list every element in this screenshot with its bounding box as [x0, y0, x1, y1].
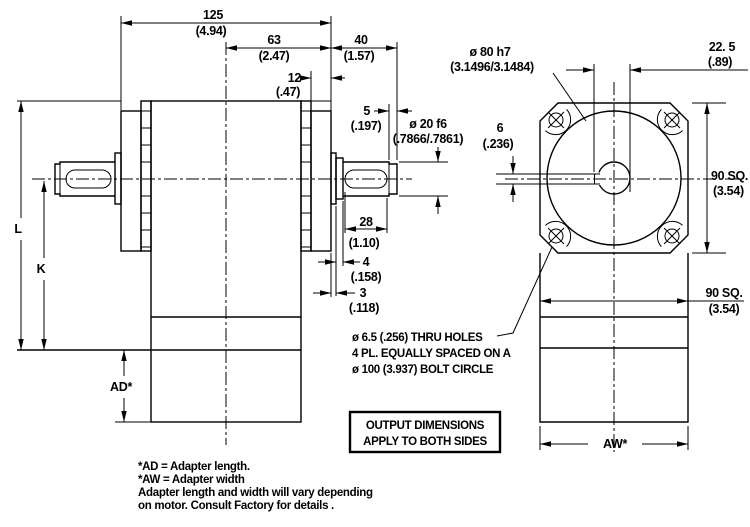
side-view-outline — [17, 42, 412, 445]
face-view-outline — [505, 82, 738, 452]
dim-shaft-dia-mm: ø 20 f6 — [409, 117, 447, 131]
dim-225-in: (.89) — [708, 55, 732, 69]
dim-28-in: (1.10) — [349, 236, 380, 250]
dim-28-mm: 28 — [359, 215, 373, 229]
bolt-note-leader — [496, 246, 553, 337]
left-flange-plate — [120, 110, 142, 252]
dim-K-label: K — [37, 262, 46, 276]
right-flange-plate — [310, 110, 332, 252]
dim-12-in: (.47) — [276, 85, 300, 99]
dim-125-in: (4.94) — [196, 24, 227, 38]
dim-3-in: (.118) — [349, 301, 379, 315]
dim-40-in: (1.57) — [344, 49, 375, 63]
bolt-note-line3: ø 100 (3.937) BOLT CIRCLE — [352, 364, 494, 376]
dim-pilot-mm: ø 80 h7 — [470, 45, 511, 59]
bolt-note-line2: 4 PL. EQUALLY SPACED ON A — [352, 348, 511, 360]
dim-AD-label: AD* — [110, 380, 132, 394]
note-box-line1: OUTPUT DIMENSIONS — [366, 420, 485, 432]
footnote-consult: on motor. Consult Factory for details . — [138, 500, 334, 512]
corner-bolt-holes — [545, 109, 683, 247]
pilot-leader — [552, 72, 587, 122]
dim-shaft-dia-in: (.7866/.7861) — [393, 132, 464, 146]
dim-5-mm: 5 — [363, 104, 370, 118]
dim-L-label: L — [14, 222, 22, 236]
dim-90sq2-in: (3.54) — [709, 302, 740, 316]
side-view-dimensions: 125 (4.94) 63 (2.47) 40 (1.57) 12 (.47) … — [14, 8, 464, 422]
dim-225-mm: 22. 5 — [709, 40, 736, 54]
dim-6-in: (.236) — [483, 137, 514, 151]
dim-40-mm: 40 — [354, 33, 368, 47]
dim-4-in: (.158) — [351, 270, 382, 284]
face-view-dimensions: ø 80 h7 (3.1496/3.1484) 22. 5 (.89) 6 (.… — [450, 40, 748, 451]
note-box-line2: APPLY TO BOTH SIDES — [363, 436, 487, 448]
dim-63-mm: 63 — [267, 33, 281, 47]
dim-12-mm: 12 — [288, 71, 302, 85]
bolt-circle-note: ø 6.5 (.256) THRU HOLES 4 PL. EQUALLY SP… — [352, 246, 553, 376]
dim-125-mm: 125 — [203, 8, 223, 22]
note-box-border — [348, 410, 502, 454]
left-rib-column — [140, 100, 152, 252]
dim-63-in: (2.47) — [259, 49, 290, 63]
dim-5-in: (.197) — [351, 119, 382, 133]
dim-pilot-in: (3.1496/3.1484) — [450, 60, 534, 74]
dim-AW-label: AW* — [603, 437, 628, 451]
dim-90sq-mm: 90 SQ. — [711, 169, 748, 183]
dim-90sq2-mm: 90 SQ. — [705, 286, 742, 300]
footnote-ad: *AD = Adapter length. — [138, 461, 250, 473]
right-rib-column — [300, 100, 312, 252]
footnote-aw: *AW = Adapter width — [138, 474, 245, 486]
flange-square — [539, 102, 689, 254]
footnote-vary: Adapter length and width will vary depen… — [138, 487, 373, 499]
dim-4-mm: 4 — [363, 255, 370, 269]
footnotes: *AD = Adapter length. *AW = Adapter widt… — [138, 461, 373, 512]
bolt-note-line1: ø 6.5 (.256) THRU HOLES — [352, 332, 483, 344]
dim-3-mm: 3 — [360, 286, 367, 300]
dim-90sq-in: (3.54) — [713, 184, 744, 198]
output-dimensions-box: OUTPUT DIMENSIONS APPLY TO BOTH SIDES — [348, 410, 502, 454]
dim-6-mm: 6 — [497, 121, 504, 135]
rib-segments — [140, 110, 312, 248]
